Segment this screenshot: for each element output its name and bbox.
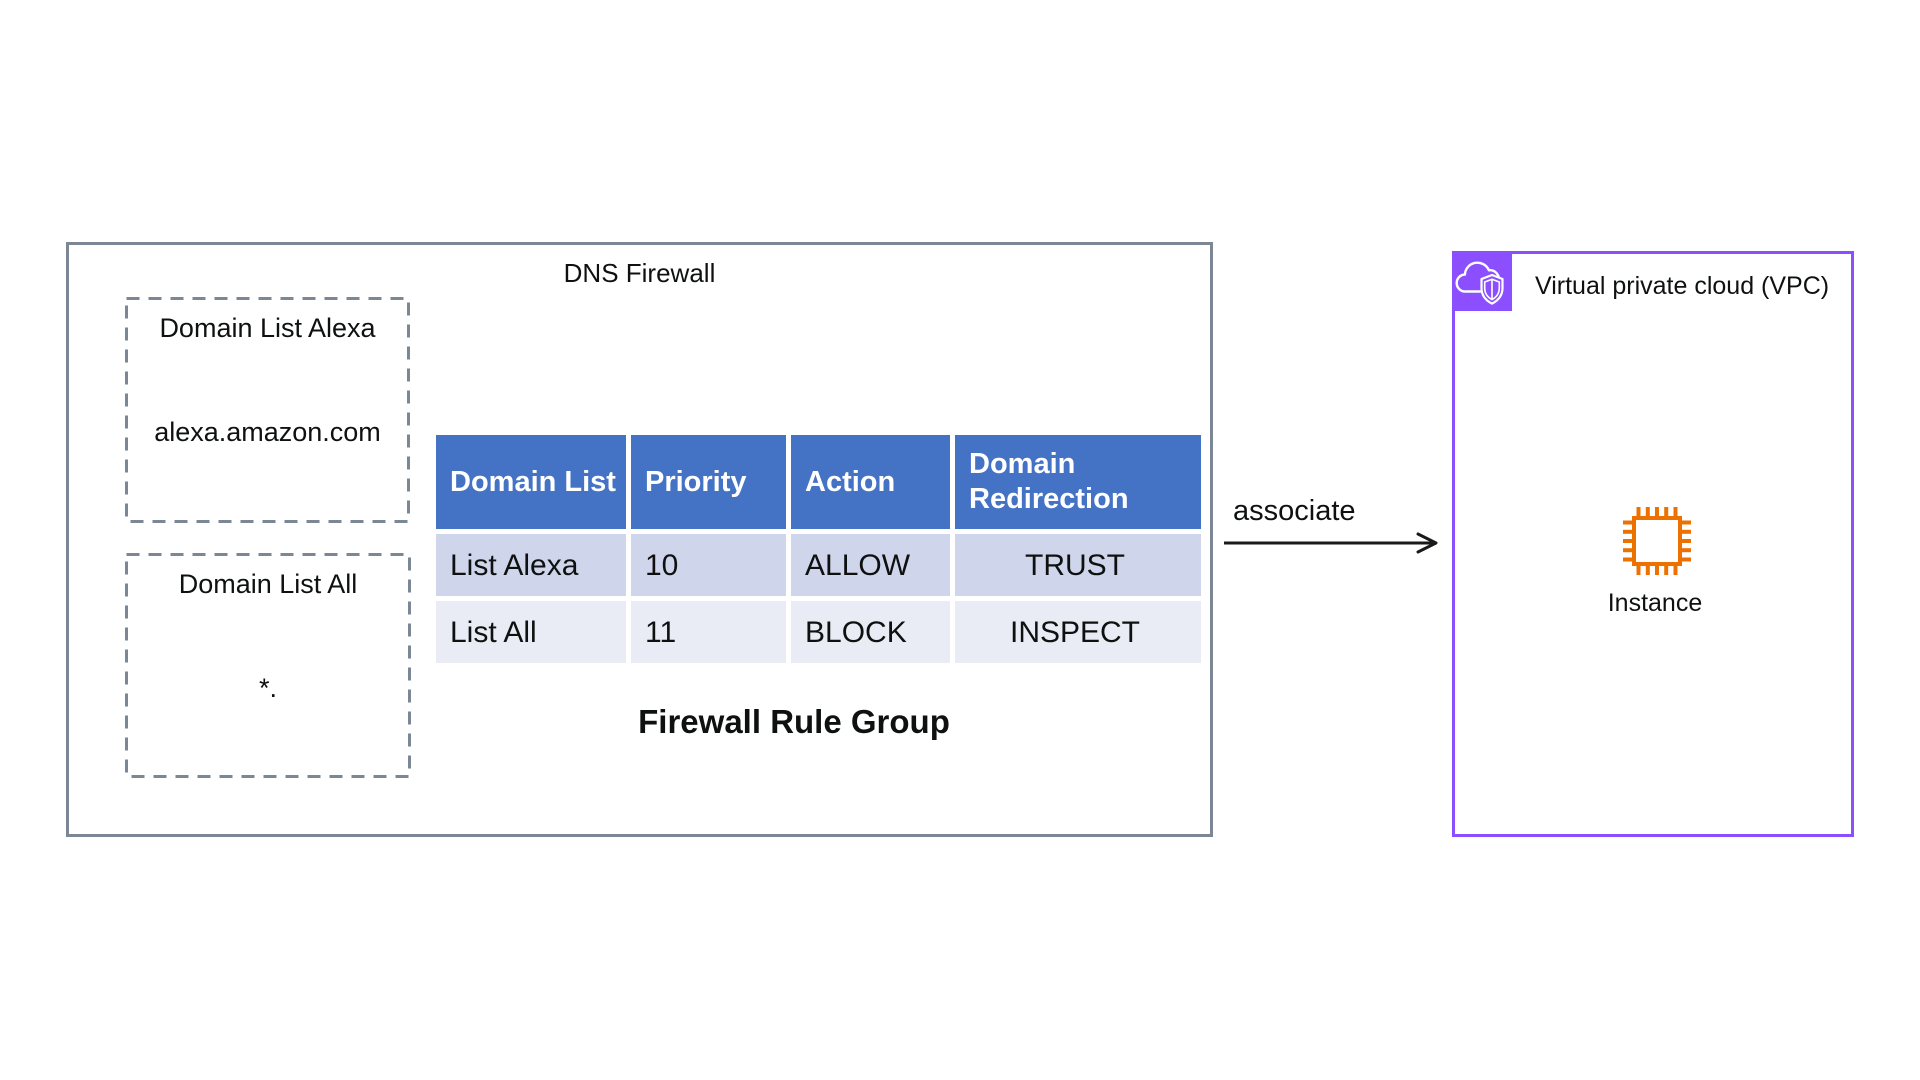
firewall-rule-table: Domain List Priority Action Domain Redir… [436, 435, 1216, 663]
column-header-priority: Priority [631, 435, 786, 529]
vpc-badge [1452, 251, 1512, 311]
vpc-cloud-shield-icon [1455, 261, 1504, 305]
dashed-border [125, 553, 411, 778]
dns-firewall-title: DNS Firewall [563, 258, 716, 288]
cell-domain-list: List All [436, 601, 626, 663]
domain-list-alexa-value: alexa.amazon.com [154, 417, 381, 447]
cell-domain-list: List Alexa [436, 534, 626, 596]
cell-priority: 10 [631, 534, 786, 596]
dns-firewall-box: DNS Firewall Domain List Alexa alexa.ama… [66, 242, 1213, 837]
domain-list-alexa-box: Domain List Alexa alexa.amazon.com [125, 297, 410, 523]
table-row: List Alexa 10 ALLOW TRUST [436, 534, 1201, 596]
cell-priority: 11 [631, 601, 786, 663]
domain-list-alexa-title: Domain List Alexa [159, 313, 376, 343]
cell-action: ALLOW [791, 534, 950, 596]
cell-domain-redirection: INSPECT [955, 601, 1201, 663]
firewall-rule-group-caption: Firewall Rule Group [638, 703, 950, 740]
dashed-border [125, 297, 410, 523]
column-header-domain-list: Domain List [436, 435, 626, 529]
vpc-box: Virtual private cloud (VPC) Instance [1452, 251, 1854, 837]
associate-label: associate [1233, 495, 1356, 527]
cell-action: BLOCK [791, 601, 950, 663]
cell-domain-redirection: TRUST [955, 534, 1201, 596]
column-header-domain-redirection: Domain Redirection [955, 435, 1201, 529]
table-header-row: Domain List Priority Action Domain Redir… [436, 435, 1201, 529]
column-header-action: Action [791, 435, 950, 529]
table-row: List All 11 BLOCK INSPECT [436, 601, 1201, 663]
domain-list-all-box: Domain List All *. [125, 553, 411, 778]
associate-arrow-icon [1224, 532, 1438, 554]
domain-list-all-title: Domain List All [178, 569, 358, 599]
instance-chip-icon [1623, 507, 1691, 575]
vpc-title: Virtual private cloud (VPC) [1535, 272, 1830, 300]
instance-label: Instance [1607, 589, 1703, 617]
domain-list-all-value: *. [258, 673, 277, 703]
